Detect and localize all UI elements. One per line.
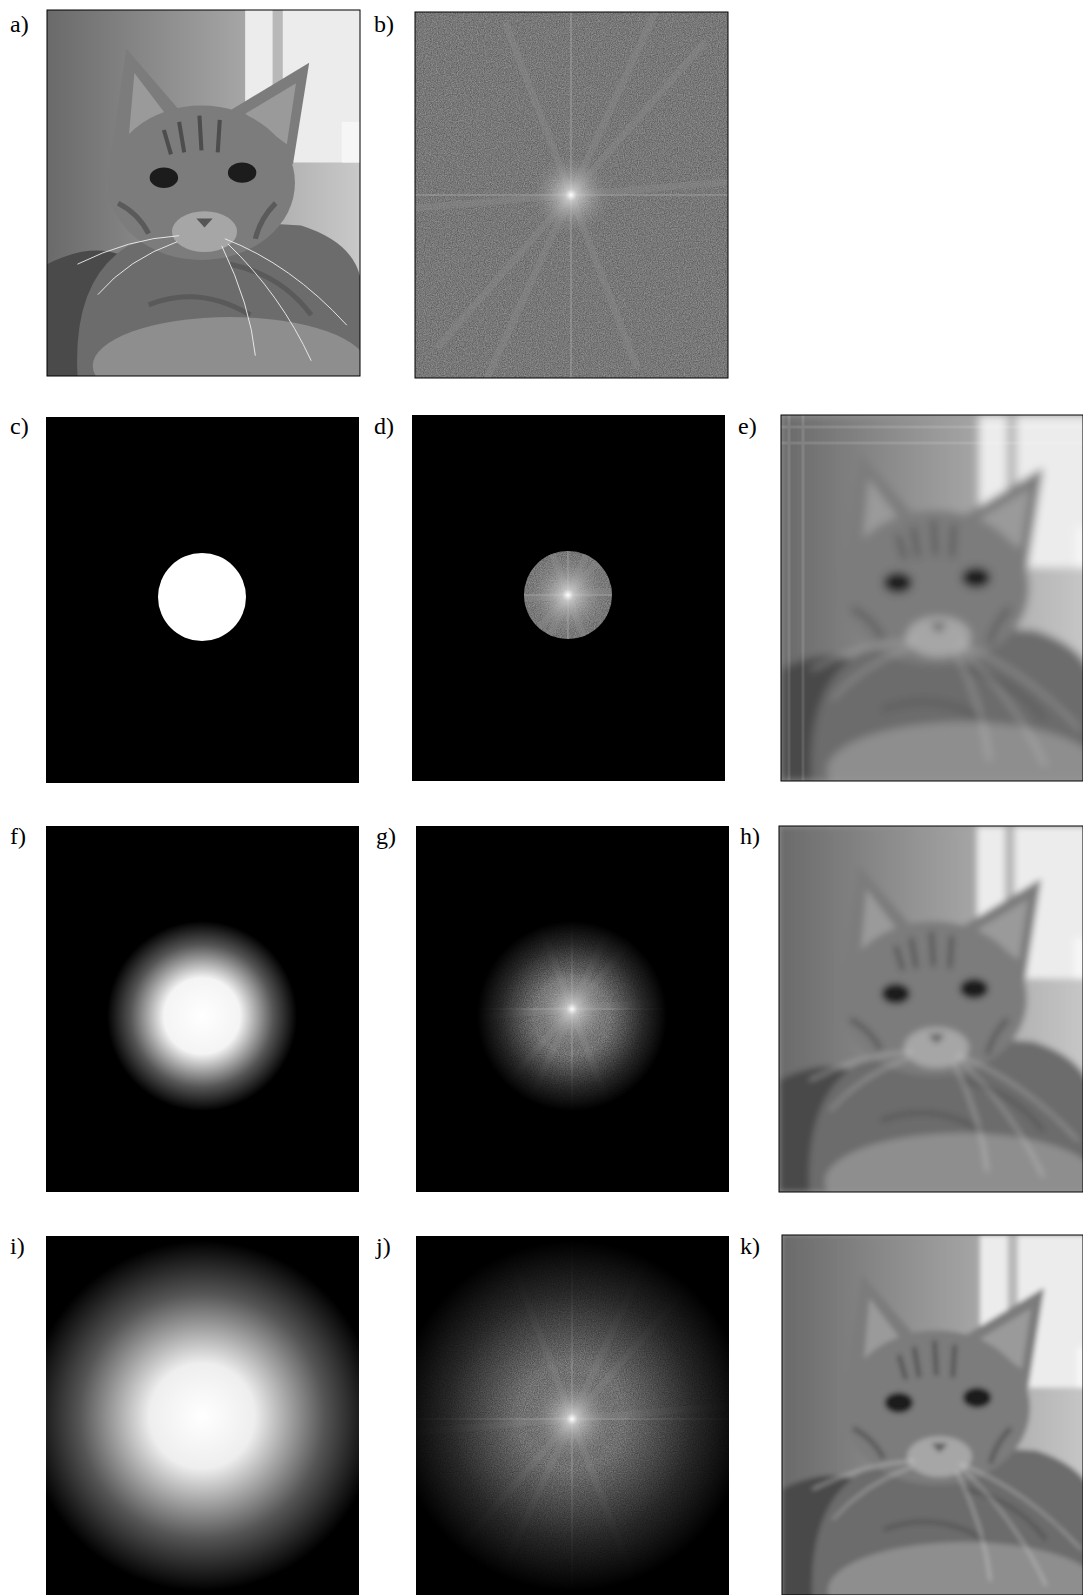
panel-label: h) [740, 824, 760, 848]
mask-panel [46, 826, 359, 1192]
spectrum-panel [415, 12, 728, 378]
masked-spectrum-panel [412, 412, 725, 781]
filtered-photo-panel [779, 826, 1083, 1231]
mask-panel [46, 417, 359, 783]
panel-label: j) [376, 1234, 391, 1258]
masked-spectrum-panel [416, 1236, 729, 1595]
panel-label: e) [738, 414, 757, 438]
panel-label: f) [10, 824, 26, 848]
photo-panel [47, 10, 367, 415]
masked-spectrum-panel [416, 826, 729, 1192]
filtered-photo-panel [782, 1235, 1083, 1595]
panel-label: c) [10, 414, 29, 438]
panel-label: a) [10, 12, 29, 36]
panel-label: k) [740, 1234, 760, 1258]
filtered-photo-panel [781, 415, 1083, 820]
panel-label: b) [374, 12, 394, 36]
mask-panel [46, 1236, 359, 1595]
panel-label: g) [376, 824, 396, 848]
panel-label: i) [10, 1234, 25, 1258]
panel-label: d) [374, 414, 394, 438]
